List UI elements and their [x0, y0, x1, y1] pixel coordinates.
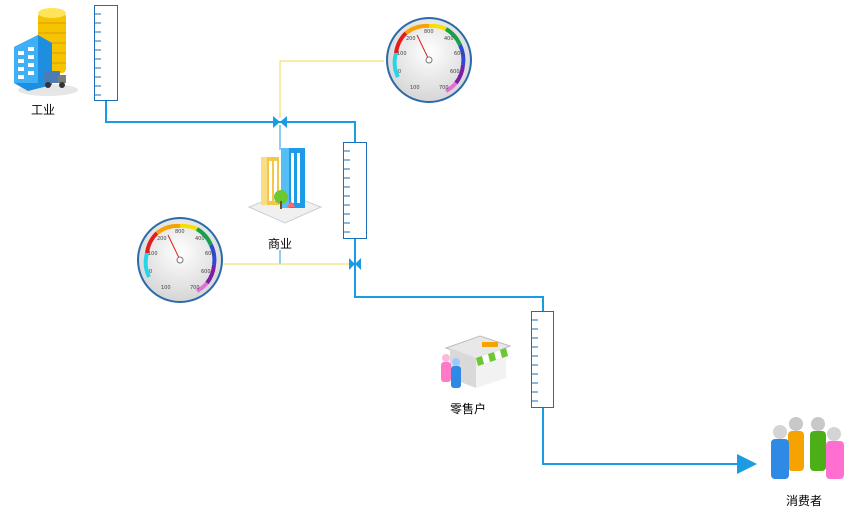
gauge-2-tick-6: 0 — [149, 269, 152, 275]
flow-line-industry-to-junction1 — [105, 100, 280, 123]
valve-icon-1 — [273, 116, 287, 128]
gauge-1-tick-2: 200 — [406, 36, 416, 42]
consumer-label: 消费者 — [786, 494, 823, 508]
gauge-2-tick-8: 100 — [161, 285, 171, 291]
office-building-icon — [247, 148, 323, 224]
gauge-2-tick-1: 800 — [175, 229, 185, 235]
industry-ruler — [94, 5, 118, 101]
gauge-1-tick-6: 0 — [398, 69, 401, 75]
industry-node[interactable] — [8, 5, 88, 100]
people-group-icon — [771, 417, 844, 479]
gauge-1-tick-9: 700 — [439, 85, 449, 91]
gauge-1-tick-7: 600 — [450, 69, 460, 75]
gauge-2-tick-9: 700 — [190, 285, 200, 291]
gauge-1-tick-5: 600 — [454, 51, 464, 57]
gauge-1-tick-1: 800 — [424, 29, 434, 35]
storefront-icon — [441, 335, 512, 388]
commerce-label: 商业 — [268, 237, 293, 251]
gauge-1-tick-4: 100 — [397, 51, 407, 57]
gauge-2: 800 200 400 100 600 0 600 100 700 — [135, 215, 225, 305]
commerce-ruler — [343, 142, 367, 239]
factory-icon — [14, 8, 78, 96]
gauge-2-tick-2: 200 — [157, 236, 167, 242]
retail-ruler — [531, 311, 554, 408]
gauge1-connector — [279, 60, 384, 118]
flow-line-junction2-to-retail — [354, 264, 544, 312]
industry-label: 工业 — [31, 103, 56, 117]
retail-label: 零售户 — [450, 402, 487, 416]
consumer-node[interactable] — [766, 416, 848, 482]
valve-icon-2 — [349, 258, 361, 270]
retail-node[interactable] — [436, 318, 520, 394]
gauge-2-tick-4: 100 — [148, 251, 158, 257]
gauge-2-tick-3: 400 — [195, 236, 205, 242]
flow-line-retail-to-consumer — [542, 407, 757, 474]
gauge-2-tick-7: 600 — [201, 269, 211, 275]
commerce-node[interactable] — [245, 145, 325, 230]
flow-line-commerce-down — [279, 250, 355, 265]
gauge-1-tick-8: 100 — [410, 85, 420, 91]
gauge-2-tick-5: 600 — [205, 251, 215, 257]
flow-line-junction1-to-commerce-ruler — [280, 121, 356, 142]
gauge-1: 800 200 400 100 600 0 600 100 700 — [384, 15, 474, 105]
gauge-1-tick-3: 400 — [444, 36, 454, 42]
